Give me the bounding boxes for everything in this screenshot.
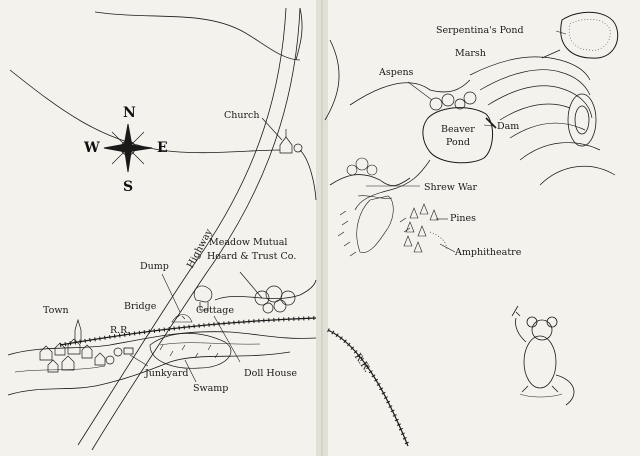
label-church: Church: [224, 110, 260, 121]
label-shrew-war: Shrew War: [424, 182, 478, 193]
dam-pointer: [483, 124, 495, 127]
highway-edge-east: [91, 7, 301, 451]
boundary-line-meadow: [214, 279, 317, 301]
stream: [354, 159, 431, 211]
highway-edge-west: [77, 7, 287, 446]
label-serpentinas-pond: Serpentina's Pond: [436, 25, 524, 36]
boundary-right-ridge: [329, 174, 411, 187]
label-aspens: Aspens: [379, 67, 414, 78]
river-flow-2: [159, 342, 261, 346]
label-cottage: Cottage: [196, 305, 234, 316]
swamp-outline: [149, 333, 232, 369]
label-pond: Pond: [446, 137, 470, 148]
dam-line: [485, 117, 497, 129]
hill-contour-inner: [574, 105, 590, 135]
boundary-right-hill: [349, 79, 471, 106]
aspen-trees: [407, 81, 477, 111]
highway-curve: [295, 7, 303, 61]
railroad-ties-right: [327, 328, 410, 447]
compass-rose: [103, 123, 153, 173]
label-amphitheatre: Amphitheatre: [455, 247, 522, 258]
label-meadow-mutual: Meadow Mutual: [209, 237, 288, 248]
boundary-line-right: [299, 149, 317, 201]
boundary-line-left: [9, 69, 281, 154]
compass-west: W: [84, 140, 100, 156]
hill-contour-outer: [567, 93, 597, 147]
serpentinas-pond-pointer: [555, 30, 567, 35]
marsh-contours: [469, 49, 616, 186]
label-hoard-trust: Hoard & Trust Co.: [207, 251, 297, 262]
swamp-reeds: [159, 344, 219, 359]
pine-trees: [403, 203, 448, 253]
cottage-sketch: [193, 285, 213, 311]
amphitheatre-pointer: [439, 243, 456, 253]
beaver-pond: [422, 107, 493, 164]
dump-pile: [171, 314, 193, 323]
compass-north: N: [123, 105, 136, 121]
river-flow-1: [14, 365, 106, 373]
town-houses: [39, 318, 123, 373]
dump-pointer: [161, 273, 181, 313]
meadow-trees: [239, 271, 296, 314]
label-town: Town: [43, 305, 69, 316]
label-swamp: Swamp: [193, 383, 229, 394]
label-rr-left: R.R.: [110, 325, 131, 336]
label-pines: Pines: [450, 213, 477, 224]
label-doll-house: Doll House: [244, 368, 298, 379]
boundary-line-top: [94, 11, 301, 61]
river-bank-north: [7, 331, 317, 356]
label-dump: Dump: [140, 261, 169, 272]
amphitheatre-shape: [429, 231, 447, 251]
label-beaver: Beaver: [441, 124, 475, 135]
shrew-war-woods: [346, 157, 420, 199]
river-bank-south: [7, 351, 291, 396]
compass-east: E: [157, 140, 168, 156]
swamp-pointer: [184, 359, 197, 383]
label-junkyard: Junkyard: [145, 368, 189, 379]
church-sketch: [261, 117, 303, 154]
boundary-right-top: [324, 39, 340, 121]
railroad-right: [327, 329, 409, 447]
mouse-illustration: [511, 305, 575, 406]
serpentinas-pond: [560, 11, 619, 59]
label-marsh: Marsh: [455, 48, 486, 59]
label-bridge: Bridge: [124, 301, 157, 312]
railroad-ties-left: [59, 316, 317, 347]
junkyard-box: [123, 347, 134, 355]
label-dam: Dam: [497, 121, 520, 132]
junkyard-pointer: [129, 354, 149, 367]
serpentinas-pond-inner: [568, 18, 611, 51]
doll-house-pointer: [213, 315, 241, 363]
hatched-ridge: [337, 195, 411, 257]
compass-south: S: [123, 179, 134, 195]
